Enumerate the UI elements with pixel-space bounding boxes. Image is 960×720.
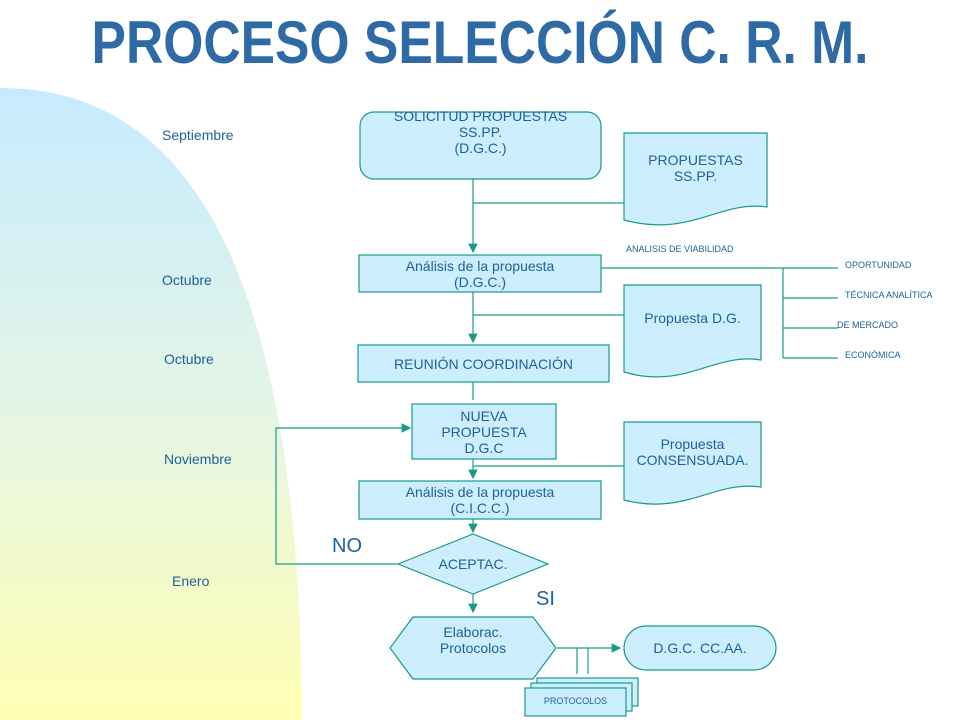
consensuada-document: [623, 421, 762, 505]
solicitud-label: SOLICITUD PROPUESTAS SS.PP. (D.G.C.): [360, 108, 601, 156]
propuestas-line-1: PROPUESTAS: [648, 152, 743, 168]
propuesta-dg-label: Propuesta D.G.: [644, 310, 741, 326]
protocolos-label: PROTOCOLOS: [543, 696, 608, 706]
consensuada-line-1: Propuesta: [660, 436, 725, 452]
aceptac-label: ACEPTAC.: [438, 556, 508, 572]
analisis-dgc-label: Análisis de la propuesta (D.G.C.): [359, 256, 601, 292]
analisis-cicc-box: [358, 480, 602, 520]
decision-no: NO: [332, 535, 362, 557]
viability-heading: ANALISIS DE VIABILIDAD: [626, 244, 734, 254]
decision-si: SI: [536, 588, 555, 610]
viability-item: TÉCNICA ANALÍTICA: [845, 290, 933, 300]
month-label: Octubre: [162, 272, 212, 288]
consensuada-line-2: CONSENSUADA.: [636, 452, 749, 468]
propuestas-line-2: SS.PP.: [673, 168, 718, 184]
reunion-box: [357, 344, 610, 383]
analisis-dgc-box: [358, 254, 602, 293]
solicitud-line-2: SS.PP.: [458, 124, 503, 140]
viability-item: DE MERCADO: [837, 320, 899, 330]
connectors: [275, 178, 838, 674]
aceptac-diamond: [396, 533, 550, 595]
dgc-label: D.G.C. CC.AA.: [653, 640, 747, 656]
propuestas-label: PROPUESTAS SS.PP.: [624, 152, 767, 184]
analisis-cicc-line-1: Análisis de la propuesta: [405, 484, 555, 500]
solicitud-box: [359, 111, 602, 180]
month-label: Octubre: [164, 351, 214, 367]
viability-item: ECONÓMICA: [845, 350, 901, 360]
viability-item: OPORTUNIDAD: [845, 260, 912, 270]
elaborac-line-2: Protocolos: [439, 640, 507, 656]
elaborac-line-1: Elaborac.: [443, 624, 503, 640]
analisis-cicc-line-2: (C.I.C.C.): [450, 500, 510, 516]
dgc-terminator: [623, 625, 777, 671]
page-title: PROCESO SELECCIÓN C. R. M.: [91, 9, 869, 76]
month-label: Septiembre: [162, 127, 234, 143]
month-label: Noviembre: [164, 451, 232, 467]
nueva-propuesta-label: NUEVA PROPUESTA D.G.C: [412, 406, 556, 458]
solicitud-line-3: (D.G.C.): [454, 140, 507, 156]
elaborac-hexagon: [389, 616, 557, 680]
analisis-cicc-label: Análisis de la propuesta (C.I.C.C.): [359, 482, 601, 518]
consensuada-label: Propuesta CONSENSUADA.: [624, 436, 761, 468]
analisis-dgc-line-1: Análisis de la propuesta: [405, 258, 555, 274]
nueva-line-1: NUEVA: [460, 408, 508, 424]
nueva-propuesta-box: [411, 403, 557, 460]
nueva-line-3: D.G.C: [464, 440, 504, 456]
elaborac-label: Elaborac. Protocolos: [390, 624, 556, 656]
analisis-dgc-line-2: (D.G.C.): [453, 274, 507, 290]
month-label: Enero: [172, 573, 210, 589]
solicitud-line-1: SOLICITUD PROPUESTAS: [393, 108, 568, 124]
propuesta-dg-document: [623, 284, 762, 378]
protocolos-doc-1: [524, 687, 627, 717]
propuestas-document: [623, 132, 768, 226]
nueva-line-2: PROPUESTA: [441, 424, 527, 440]
reunion-label: REUNIÓN COORDINACIÓN: [394, 355, 573, 372]
